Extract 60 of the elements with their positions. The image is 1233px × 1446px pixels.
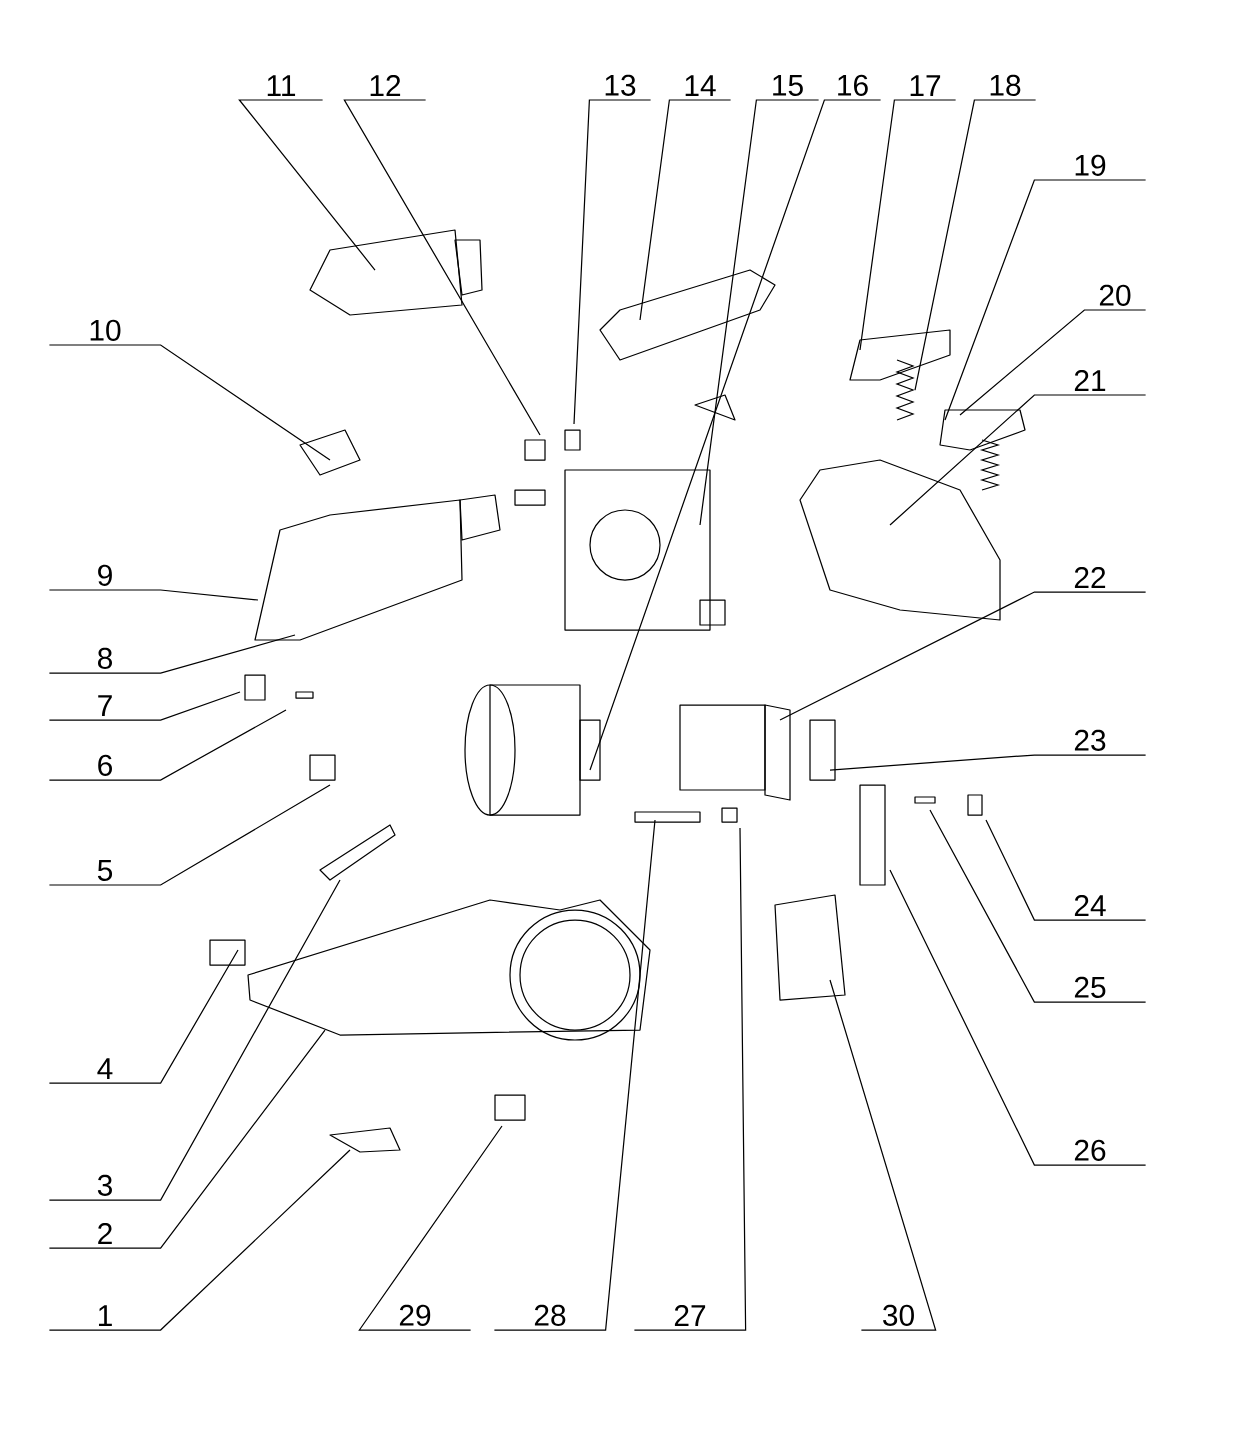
leader-line xyxy=(48,344,331,461)
leader-line xyxy=(779,591,1147,721)
leader-line xyxy=(959,309,1147,416)
callout-number: 10 xyxy=(90,319,121,341)
leader-line xyxy=(985,819,1147,921)
callout-number: 7 xyxy=(98,695,112,716)
callout-number: 18 xyxy=(990,74,1021,96)
leader-line xyxy=(48,949,239,1084)
callout-number: 20 xyxy=(1099,284,1131,306)
callout-number: 17 xyxy=(910,75,941,96)
leader-line xyxy=(48,589,259,601)
callout-number: 24 xyxy=(1074,895,1106,916)
callout-number: 6 xyxy=(98,754,112,776)
leader-line xyxy=(48,1029,326,1249)
callout-number: 12 xyxy=(370,75,401,96)
leader-line xyxy=(573,99,652,425)
leader-line xyxy=(358,1125,503,1331)
callout-number: 22 xyxy=(1074,567,1106,588)
callout-number: 5 xyxy=(97,860,113,881)
callout-number: 26 xyxy=(1074,1139,1106,1161)
leader-line xyxy=(914,99,1037,391)
leader-line xyxy=(929,809,1147,1003)
callout-number: 30 xyxy=(883,1304,914,1326)
leader-line xyxy=(48,879,341,1201)
leader-line xyxy=(48,784,331,886)
leader-line xyxy=(48,691,241,721)
leader-line xyxy=(889,869,1147,1166)
callout-number: 4 xyxy=(97,1058,113,1079)
callout-number: 14 xyxy=(685,75,716,96)
leader-line xyxy=(639,99,732,321)
callout-number: 29 xyxy=(399,1304,431,1326)
callout-number: 8 xyxy=(98,647,112,669)
leader-line xyxy=(633,827,747,1331)
callout-number: 2 xyxy=(98,1223,112,1244)
callout-number: 21 xyxy=(1074,370,1106,391)
leader-line xyxy=(493,819,656,1331)
callout-number: 27 xyxy=(674,1305,706,1326)
leader-line xyxy=(944,179,1147,421)
leader-line xyxy=(829,754,1147,771)
callout-number: 9 xyxy=(98,564,112,586)
callout-number: 3 xyxy=(97,1174,112,1196)
leader-line xyxy=(829,979,937,1331)
callout-number: 16 xyxy=(838,74,868,96)
callout-number: 13 xyxy=(605,74,636,96)
callout-number: 23 xyxy=(1074,729,1106,751)
leader-line xyxy=(859,99,957,351)
leader-line xyxy=(48,634,296,674)
leader-line xyxy=(48,1149,351,1331)
leader-line xyxy=(699,99,820,526)
callout-number: 15 xyxy=(773,75,803,96)
leader-line xyxy=(48,709,287,781)
callout-number: 25 xyxy=(1074,976,1106,998)
callout-number: 19 xyxy=(1075,154,1106,176)
callout-number: 11 xyxy=(267,75,296,96)
leader-line xyxy=(589,99,882,771)
leader-line xyxy=(343,99,541,436)
leader-line xyxy=(238,99,376,271)
callout-number: 1 xyxy=(99,1305,112,1326)
callout-number: 28 xyxy=(534,1304,566,1326)
leader-line xyxy=(889,394,1147,526)
